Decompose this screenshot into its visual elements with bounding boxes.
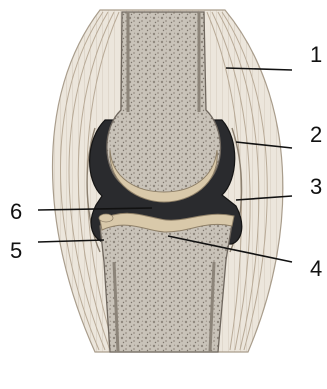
label-4: 4 <box>310 256 322 281</box>
meniscus-nub <box>99 214 113 222</box>
label-1: 1 <box>310 42 322 67</box>
upper-bone <box>107 12 221 193</box>
label-2: 2 <box>310 122 322 147</box>
label-6: 6 <box>10 199 22 224</box>
label-5: 5 <box>10 238 22 263</box>
label-3: 3 <box>310 174 322 199</box>
